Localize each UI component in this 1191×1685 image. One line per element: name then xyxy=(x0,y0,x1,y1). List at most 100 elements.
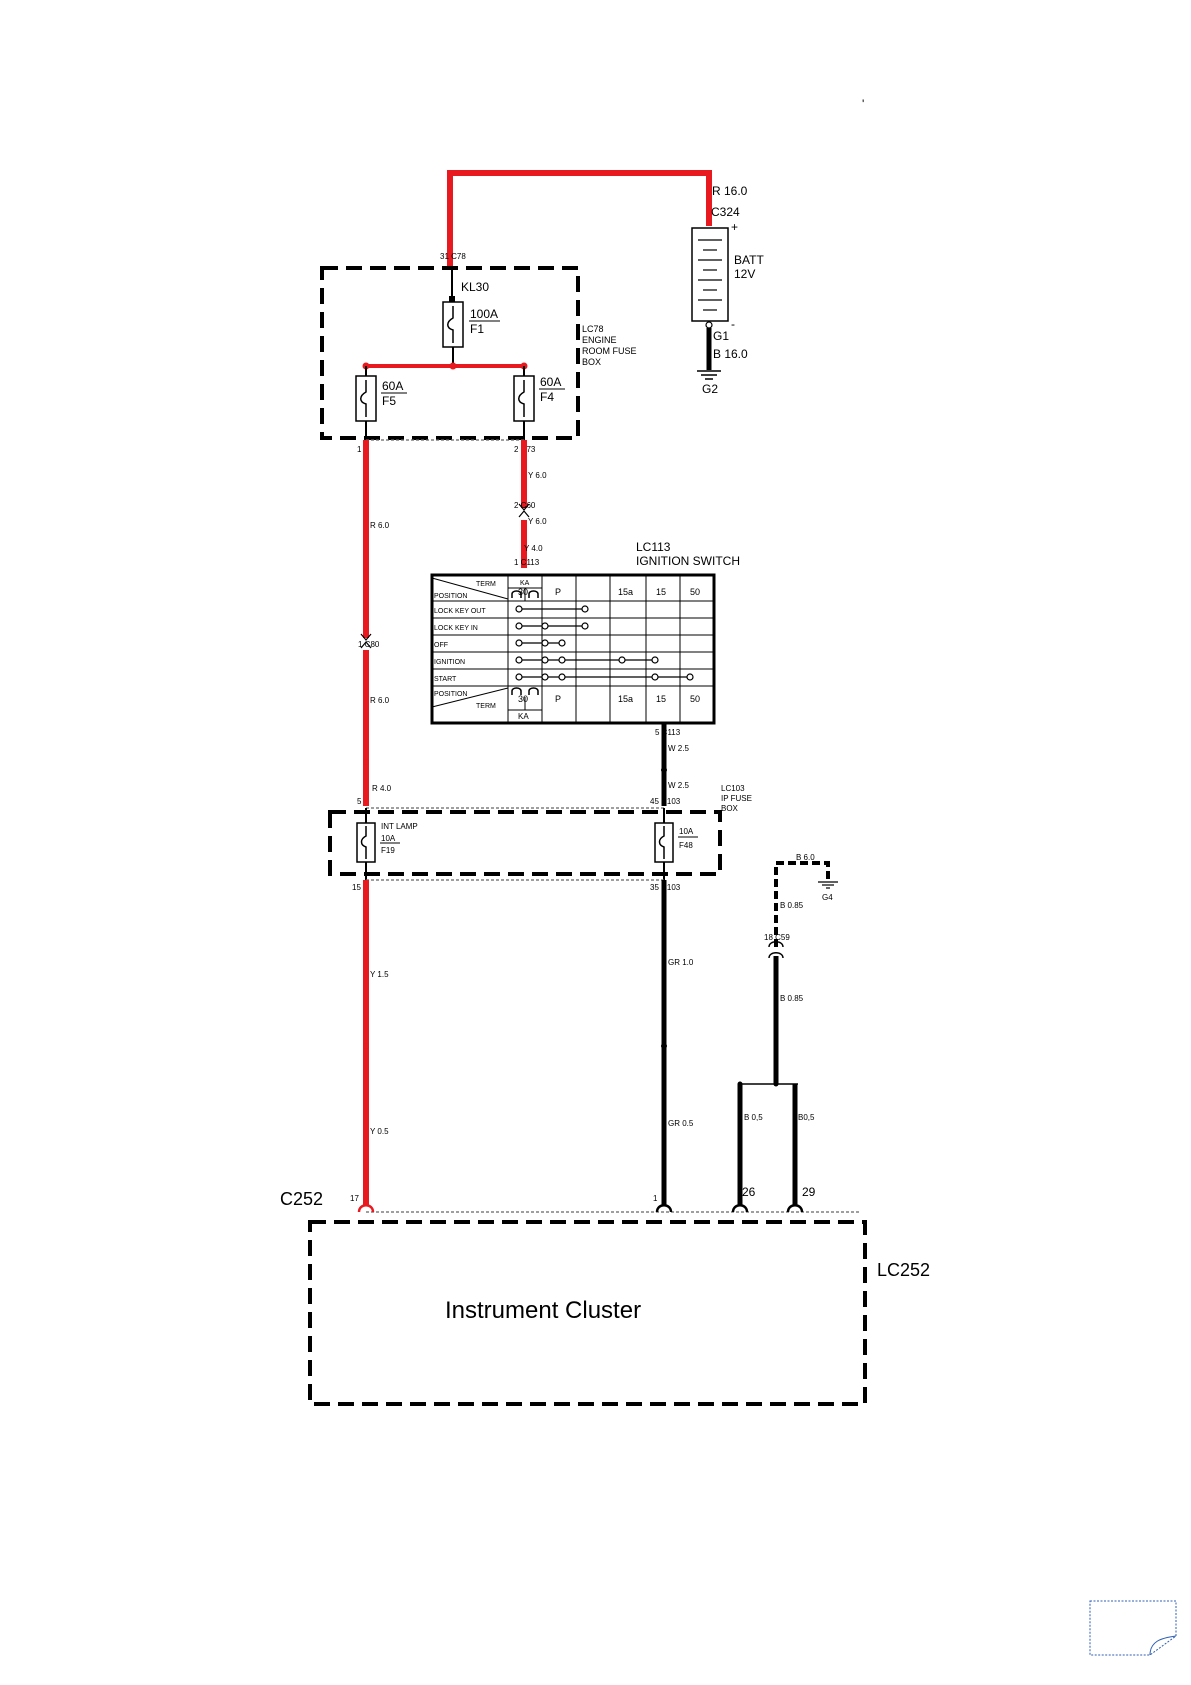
wire-b085-label-a: B 0.85 xyxy=(780,901,804,910)
fuse-f4-rating: 60A xyxy=(540,375,561,389)
connector-c80-label: 1 C80 xyxy=(358,640,380,649)
wire-r60-label-a: R 6.0 xyxy=(370,521,390,530)
wire-y05-label: Y 0.5 xyxy=(370,1127,389,1136)
row-off: OFF xyxy=(434,642,448,649)
fuse-f48-id: F48 xyxy=(679,841,693,850)
footer-col-15a: 15a xyxy=(618,694,633,704)
connector-c113-out-label: 5 C113 xyxy=(655,728,681,737)
ground-g2-label: G2 xyxy=(702,382,718,396)
footer-col-50: 50 xyxy=(690,694,700,704)
row-ignition: IGNITION xyxy=(434,659,465,666)
battery-ground-point-label: G1 xyxy=(713,329,729,343)
ground-g4-icon xyxy=(818,881,838,889)
wire-splice-gr xyxy=(661,1043,667,1049)
fuse-f48-element xyxy=(658,826,665,859)
ka-symbol-left-icon xyxy=(511,590,522,598)
engine-fuse-box-label-3: ROOM FUSE xyxy=(582,346,637,356)
ground-b60-wire xyxy=(774,861,830,947)
switch-contacts xyxy=(515,605,694,681)
corner-mark: ' xyxy=(862,97,864,111)
footer-ka-symbol-left-icon xyxy=(511,687,522,695)
fuse-f1-id: F1 xyxy=(470,322,484,336)
cluster-pin-17-socket xyxy=(357,1204,375,1213)
engine-fuse-box-outline xyxy=(320,266,580,440)
ground-g4-label: G4 xyxy=(822,893,833,902)
connector-c59-symbol xyxy=(768,941,784,959)
wire-b085-label-b: B 0.85 xyxy=(780,994,804,1003)
connector-c113-in-label: 1 C113 xyxy=(514,558,540,567)
wire-y60-label-b: Y 6.0 xyxy=(528,517,547,526)
engine-fuse-box-pin-left: 1 xyxy=(357,445,362,454)
fuse-f5-id: F5 xyxy=(382,394,396,408)
instrument-cluster-title: Instrument Cluster xyxy=(445,1297,641,1324)
footer-col-15: 15 xyxy=(656,694,666,704)
page-curl-icon xyxy=(1089,1600,1177,1656)
battery-negative-terminal xyxy=(705,321,713,329)
wire-w25-label-a: W 2.5 xyxy=(668,744,689,753)
battery-circuit: R 16.0 C324 + BATT 12V - G1 B 16.0 G2 xyxy=(447,170,764,396)
fuse-f5-element xyxy=(360,380,367,417)
ground-split-junction-center xyxy=(773,1081,779,1087)
wire-w25-label-b: W 2.5 xyxy=(668,781,689,790)
row-lock-key-out: LOCK KEY OUT xyxy=(434,608,486,615)
ignition-output-circuit: 5 C113 W 2.5 W 2.5 xyxy=(655,723,689,806)
cluster-module-id: LC252 xyxy=(877,1260,930,1280)
header-col-15a: 15a xyxy=(618,587,633,597)
ignition-switch: LC113 IGNITION SWITCH TERM POSITION 30 xyxy=(430,540,740,725)
ip-fuse-box-label-1: LC103 xyxy=(721,784,745,793)
header-term-label: TERM xyxy=(476,581,496,588)
connector-c59-label: 18 C59 xyxy=(764,933,790,942)
cluster-pin-26-socket xyxy=(731,1204,749,1213)
header-col-ka: KA xyxy=(520,580,530,587)
cluster-pin-1-socket xyxy=(655,1204,673,1213)
fuse-f19-rating: 10A xyxy=(381,834,396,843)
cluster-pin-29-socket xyxy=(786,1204,804,1213)
header-col-30: 30 xyxy=(518,587,528,597)
fuse-f1-element xyxy=(447,306,454,343)
fuse-f4-id: F4 xyxy=(540,390,554,404)
fuse-f4-element xyxy=(518,380,525,417)
header-col-15: 15 xyxy=(656,587,666,597)
ip-fuse-box-pin-right-top: 45 C103 xyxy=(650,797,681,806)
ignition-switch-label-2: IGNITION SWITCH xyxy=(636,554,740,568)
cluster-pin-17-label: 17 xyxy=(350,1194,359,1203)
ip-fuse-box-pin-left-bottom: 15 xyxy=(352,883,361,892)
engine-fuse-box-label-2: ENGINE xyxy=(582,335,617,345)
cluster-feed-circuits: Y 1.5 Y 0.5 GR 1.0 GR 0.5 B 6.0 G4 B 0.8… xyxy=(363,853,838,1205)
wire-b05-left-label: B 0,5 xyxy=(744,1113,763,1122)
kl30-terminal xyxy=(449,296,455,302)
fuse-f19-name: INT LAMP xyxy=(381,822,418,831)
footer-term-label: TERM xyxy=(476,703,496,710)
instrument-cluster-outline xyxy=(308,1220,867,1406)
ip-fuse-box-label-2: IP FUSE xyxy=(721,794,752,803)
wire-splice-y xyxy=(363,1043,369,1049)
battery-cells xyxy=(698,239,722,311)
engine-room-fuse-box: 31 C78 KL30 100A F1 60A F5 60A F4 LC78 E… xyxy=(320,252,637,454)
header-col-50: 50 xyxy=(690,587,700,597)
connector-c60-symbol xyxy=(518,503,530,518)
wire-b05-right-label: B0,5 xyxy=(798,1113,815,1122)
wire-gr05-label: GR 0.5 xyxy=(668,1119,694,1128)
wire-y40-label: Y 4.0 xyxy=(524,544,543,553)
battery-label: BATT xyxy=(734,253,764,267)
connector-c252-label: C252 xyxy=(280,1189,323,1209)
ground-g2-icon xyxy=(697,370,721,380)
engine-fuse-box-label-4: BOX xyxy=(582,357,601,367)
fuse-f48-rating: 10A xyxy=(679,827,694,836)
wire-r40-label: R 4.0 xyxy=(372,784,392,793)
ignition-feed-circuit: Y 6.0 2 C60 Y 6.0 Y 4.0 1 C113 xyxy=(514,440,547,568)
header-col-p: P xyxy=(555,587,561,597)
battery-wire-top-label: R 16.0 xyxy=(712,184,748,198)
int-lamp-feed-circuit: R 6.0 1 C80 R 6.0 R 4.0 xyxy=(358,440,392,806)
instrument-cluster: C252 17 1 26 29 LC252 Instrument Cluster xyxy=(280,1185,930,1406)
ip-fuse-box: LC103 IP FUSE BOX 5 45 C103 INT LAMP 10A… xyxy=(328,784,752,892)
fuse-f19-id: F19 xyxy=(381,846,395,855)
engine-fuse-box-label-1: LC78 xyxy=(582,324,604,334)
wire-splice-w25 xyxy=(661,767,667,773)
fuse-f1-rating: 100A xyxy=(470,307,498,321)
wire-splice-r40 xyxy=(363,759,369,765)
footer-col-ka: KA xyxy=(518,712,529,721)
cluster-pin-26-label: 26 xyxy=(742,1185,756,1199)
ka-symbol-right-icon xyxy=(528,590,539,598)
